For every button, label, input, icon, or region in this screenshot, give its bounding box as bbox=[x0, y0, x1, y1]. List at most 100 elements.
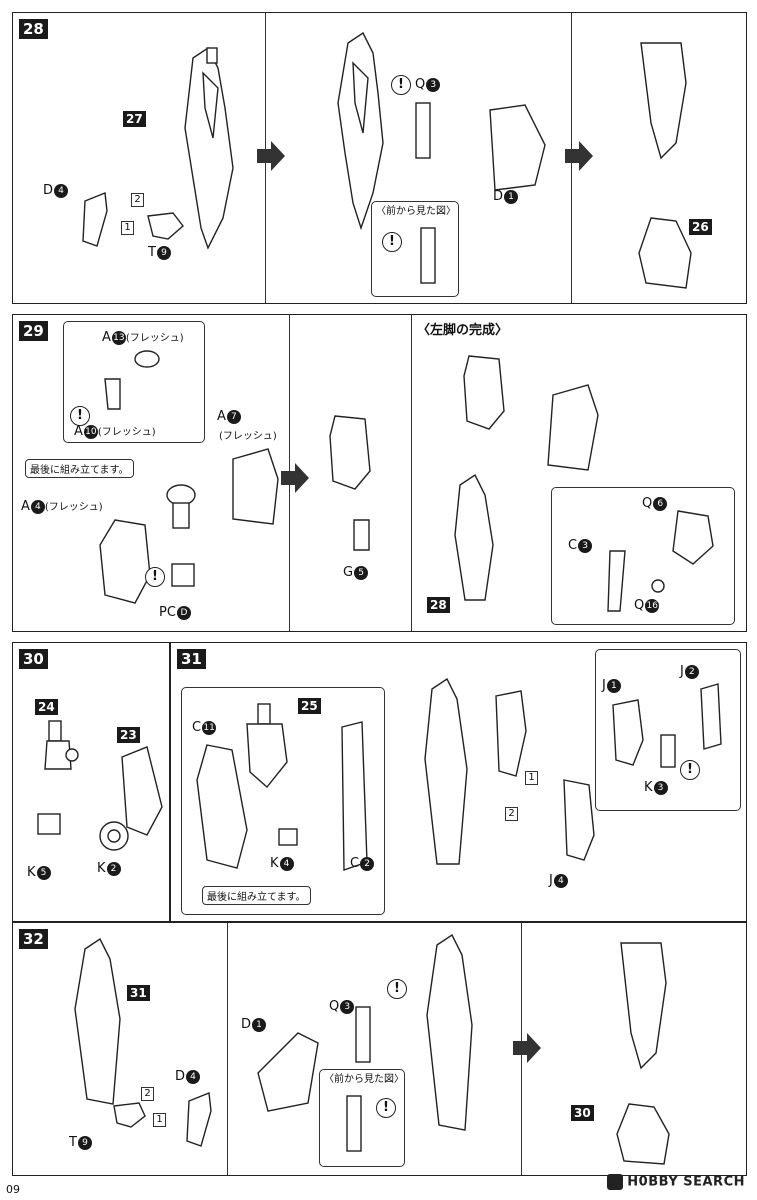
joint-part-illustration bbox=[246, 703, 288, 789]
armor-part-illustration bbox=[612, 699, 644, 766]
step-number: 28 bbox=[19, 19, 48, 39]
small-part-illustration bbox=[420, 227, 436, 284]
small-part-illustration bbox=[113, 1102, 146, 1128]
attention-icon: ! bbox=[382, 232, 402, 252]
part-ref-label: 26 bbox=[689, 219, 712, 235]
shell-part-illustration bbox=[329, 415, 371, 490]
armor-part-illustration bbox=[547, 384, 599, 471]
small-part-illustration bbox=[346, 1095, 362, 1152]
wheel-part-illustration bbox=[99, 821, 129, 851]
section-title: 〈左脚の完成〉 bbox=[417, 323, 509, 338]
part-ref-label: 30 bbox=[571, 1105, 594, 1121]
step-arrow-icon bbox=[281, 463, 309, 493]
attention-icon: ! bbox=[680, 760, 700, 780]
leg-part-illustration bbox=[74, 937, 121, 1105]
small-part-illustration bbox=[104, 378, 121, 410]
part-ref-label: 24 bbox=[35, 699, 58, 715]
part-ref-label: 27 bbox=[123, 111, 146, 127]
sequence-number: 1 bbox=[525, 771, 538, 785]
leg-part-illustration bbox=[424, 677, 468, 865]
attention-icon: ! bbox=[391, 75, 411, 95]
armor-part-illustration bbox=[257, 1032, 319, 1112]
armor-part-illustration bbox=[121, 746, 163, 836]
joint-part-illustration bbox=[44, 720, 79, 770]
part-ref-label: 23 bbox=[117, 727, 140, 743]
sequence-number: 2 bbox=[505, 807, 518, 821]
block-part-illustration bbox=[171, 563, 195, 587]
part-ref-label: 28 bbox=[427, 597, 450, 613]
small-part-illustration bbox=[353, 519, 370, 551]
small-part-illustration bbox=[355, 1006, 371, 1063]
sequence-number: 1 bbox=[121, 221, 134, 235]
small-part-illustration bbox=[147, 212, 184, 240]
attention-icon: ! bbox=[376, 1098, 396, 1118]
assembly-note: 最後に組み立てます。 bbox=[25, 459, 134, 478]
divider bbox=[411, 315, 412, 631]
frame-part-illustration bbox=[700, 683, 722, 750]
small-part-illustration bbox=[186, 1092, 212, 1147]
part-ref-label: 25 bbox=[298, 698, 321, 714]
front-view-label: 〈前から見た図〉 bbox=[376, 206, 456, 217]
step-number: 30 bbox=[19, 649, 48, 669]
small-part-illustration bbox=[651, 579, 665, 593]
small-part-illustration bbox=[134, 350, 160, 368]
small-part-illustration bbox=[37, 813, 61, 835]
part-ref-label: 31 bbox=[127, 985, 150, 1001]
foot-part-illustration bbox=[616, 1103, 670, 1165]
step-arrow-icon bbox=[257, 141, 285, 171]
armor-part-illustration bbox=[489, 104, 546, 191]
armor-part-illustration bbox=[232, 448, 279, 525]
front-view-box: 〈前から見た図〉 ! bbox=[319, 1069, 405, 1167]
armor-part-illustration bbox=[672, 510, 714, 565]
step-number: 31 bbox=[177, 649, 206, 669]
front-view-box: 〈前から見た図〉 ! bbox=[371, 201, 459, 297]
small-part-illustration bbox=[660, 734, 676, 768]
shell-part-illustration bbox=[463, 355, 505, 430]
joint-part-illustration bbox=[166, 484, 196, 529]
attention-icon: ! bbox=[70, 406, 90, 426]
armor-part-illustration bbox=[495, 690, 527, 777]
attention-icon: ! bbox=[145, 567, 165, 587]
leg-part-illustration bbox=[337, 31, 384, 231]
page-number: 09 bbox=[6, 1183, 20, 1196]
leg-part-illustration bbox=[426, 933, 473, 1131]
small-part-illustration bbox=[607, 550, 626, 612]
step-arrow-icon bbox=[565, 141, 593, 171]
logo-icon bbox=[607, 1174, 624, 1190]
leg-part-illustration bbox=[640, 42, 687, 160]
shell-part-illustration bbox=[99, 519, 151, 604]
small-part-illustration bbox=[82, 192, 108, 247]
assembly-note: 最後に組み立てます。 bbox=[202, 886, 311, 905]
part-label-flesh: (フレッシュ) bbox=[219, 431, 277, 442]
step-number: 32 bbox=[19, 929, 48, 949]
step-number: 29 bbox=[19, 321, 48, 341]
watermark-logo: H0BBY SEARCH bbox=[607, 1174, 745, 1190]
foot-part-illustration bbox=[563, 779, 595, 861]
sequence-number: 1 bbox=[153, 1113, 166, 1127]
